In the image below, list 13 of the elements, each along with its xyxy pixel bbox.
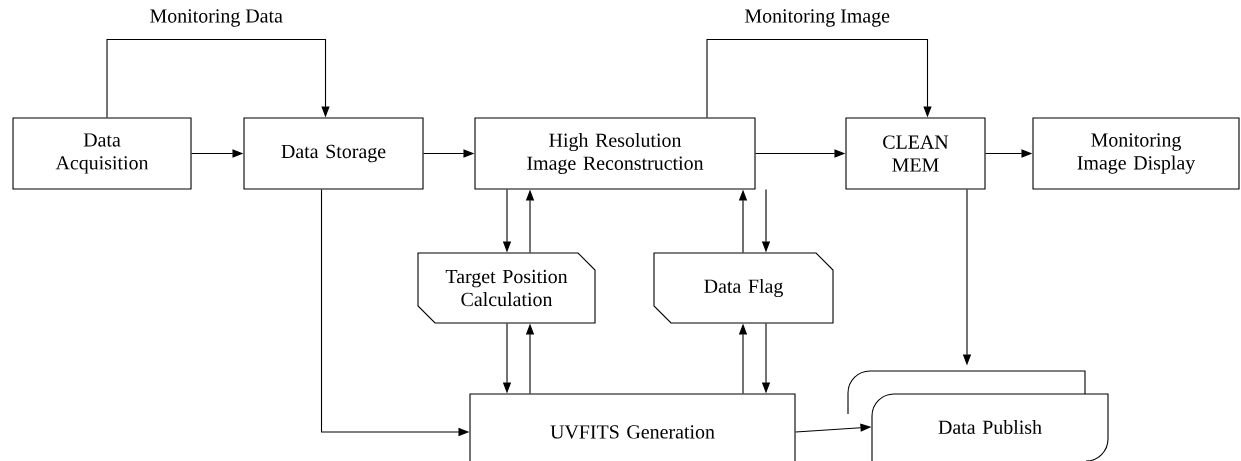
edge-label: Monitoring Image xyxy=(743,8,891,28)
arrow xyxy=(106,38,330,118)
process-box: Target Position Calculation xyxy=(417,252,596,324)
process-box: Data Flag xyxy=(653,252,834,324)
edge-label: Monitoring Data xyxy=(148,8,284,28)
process-box: UVFITS Generation xyxy=(469,393,796,461)
process-box: Data Storage xyxy=(243,117,424,190)
process-box: CLEAN MEM xyxy=(845,117,986,190)
process-box: Monitoring Image Display xyxy=(1032,117,1240,190)
arrow xyxy=(706,38,932,118)
process-box: High Resolution Image Reconstruction xyxy=(474,117,756,190)
process-box: Data Acquisition xyxy=(12,117,192,190)
document-stack: Data Publish xyxy=(847,370,1109,461)
